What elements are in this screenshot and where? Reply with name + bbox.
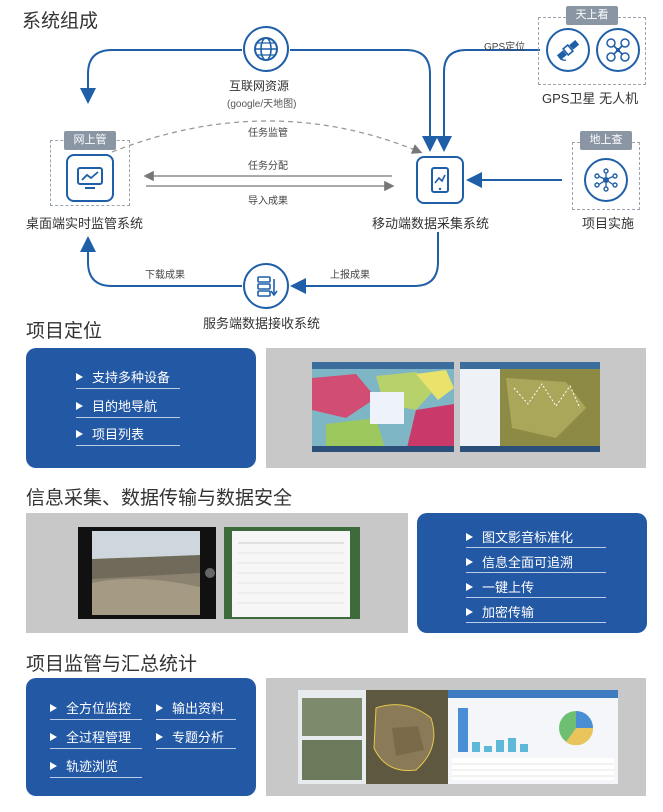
internet-node [243, 26, 289, 72]
database-icon [257, 276, 278, 297]
bullet-triangle-icon [76, 402, 83, 410]
drone-node [596, 28, 640, 72]
underline [466, 547, 606, 548]
collection-feature-2: 一键上传 [466, 577, 534, 596]
underline [76, 445, 180, 446]
desktop-node [66, 154, 114, 202]
underline [76, 388, 180, 389]
map-screenshots [312, 362, 600, 452]
internet-label: 互联网资源 [229, 79, 290, 93]
mobile-node [416, 156, 464, 204]
underline [466, 597, 606, 598]
underline [466, 622, 606, 623]
positioning-feature-1: 目的地导航 [76, 396, 157, 415]
bullet-triangle-icon [466, 608, 473, 616]
supervision-feature-right-0: 输出资料 [156, 698, 224, 717]
server-label: 服务端数据接收系统 [203, 316, 321, 331]
bullet-triangle-icon [466, 558, 473, 566]
section-title-supervision: 项目监管与汇总统计 [26, 654, 198, 675]
bullet-triangle-icon [50, 704, 57, 712]
positioning-screenshot-panel [266, 348, 646, 468]
underline [156, 748, 236, 749]
edge-label-download: 下载成果 [145, 270, 185, 281]
network-hub-icon [594, 168, 618, 192]
ground-node [584, 158, 628, 202]
collection-feature-3: 加密传输 [466, 602, 534, 621]
supervision-feature-right-1: 专题分析 [156, 727, 224, 746]
supervision-feature-left-1: 全过程管理 [50, 727, 131, 746]
sky-label: GPS卫星 无人机 [542, 91, 639, 106]
desktop-label: 桌面端实时监管系统 [26, 216, 144, 231]
edge-gps-mobile [436, 49, 540, 152]
underline [50, 777, 142, 778]
satellite-node [546, 28, 590, 72]
bullet-triangle-icon [76, 430, 83, 438]
supervision-screenshot-panel [266, 678, 646, 796]
drone-icon [606, 38, 630, 62]
supervision-feature-left-0: 全方位监控 [50, 698, 131, 717]
underline [466, 572, 606, 573]
internet-sub: (google/天地图) [227, 99, 297, 110]
server-node [243, 263, 289, 309]
edge-label-assign: 任务分配 [248, 161, 288, 172]
ground-label: 项目实施 [582, 216, 635, 231]
positioning-feature-2: 项目列表 [76, 424, 144, 443]
satellite-icon [556, 39, 580, 61]
positioning-feature-0: 支持多种设备 [76, 367, 170, 386]
edge-internet-mobile [290, 49, 438, 152]
supervision-feature-panel [26, 678, 256, 796]
supervision-screenshots [298, 690, 618, 784]
supervision-feature-left-2: 轨迹浏览 [50, 756, 118, 775]
edge-label-upload: 上报成果 [330, 270, 370, 281]
edge-internet-desktop [80, 49, 242, 104]
desktop-tag: 网上管 [64, 131, 116, 150]
sky-tag: 天上看 [566, 6, 618, 25]
section-title-collection: 信息采集、数据传输与数据安全 [26, 488, 293, 509]
underline [76, 417, 180, 418]
section-title-system: 系统组成 [22, 11, 99, 32]
bullet-triangle-icon [50, 762, 57, 770]
collection-screenshots [78, 527, 360, 619]
collection-screenshot-panel [26, 513, 408, 633]
edge-label-supervise: 任务监管 [248, 128, 288, 139]
bullet-triangle-icon [156, 704, 163, 712]
bullet-triangle-icon [50, 733, 57, 741]
collection-feature-panel [417, 513, 647, 633]
underline [50, 748, 142, 749]
diagram-connectors [80, 49, 562, 294]
edge-supervise [111, 120, 423, 154]
monitor-chart-icon [77, 167, 103, 189]
underline [50, 719, 142, 720]
collection-feature-1: 信息全面可追溯 [466, 552, 573, 571]
positioning-feature-panel [26, 348, 256, 468]
ground-tag: 地上查 [580, 131, 632, 150]
edge-download [80, 236, 242, 287]
collection-feature-0: 图文影音标准化 [466, 527, 573, 546]
mobile-label: 移动端数据采集系统 [372, 216, 490, 231]
edge-label-gps: GPS定位 [484, 42, 526, 53]
tablet-chart-icon [431, 167, 449, 193]
edge-label-import: 导入成果 [248, 196, 288, 207]
bullet-triangle-icon [466, 533, 473, 541]
bullet-triangle-icon [466, 583, 473, 591]
bullet-triangle-icon [76, 373, 83, 381]
edge-upload [290, 232, 439, 294]
section-title-positioning: 项目定位 [26, 321, 103, 342]
underline [156, 719, 236, 720]
bullet-triangle-icon [156, 733, 163, 741]
globe-icon [254, 37, 278, 61]
